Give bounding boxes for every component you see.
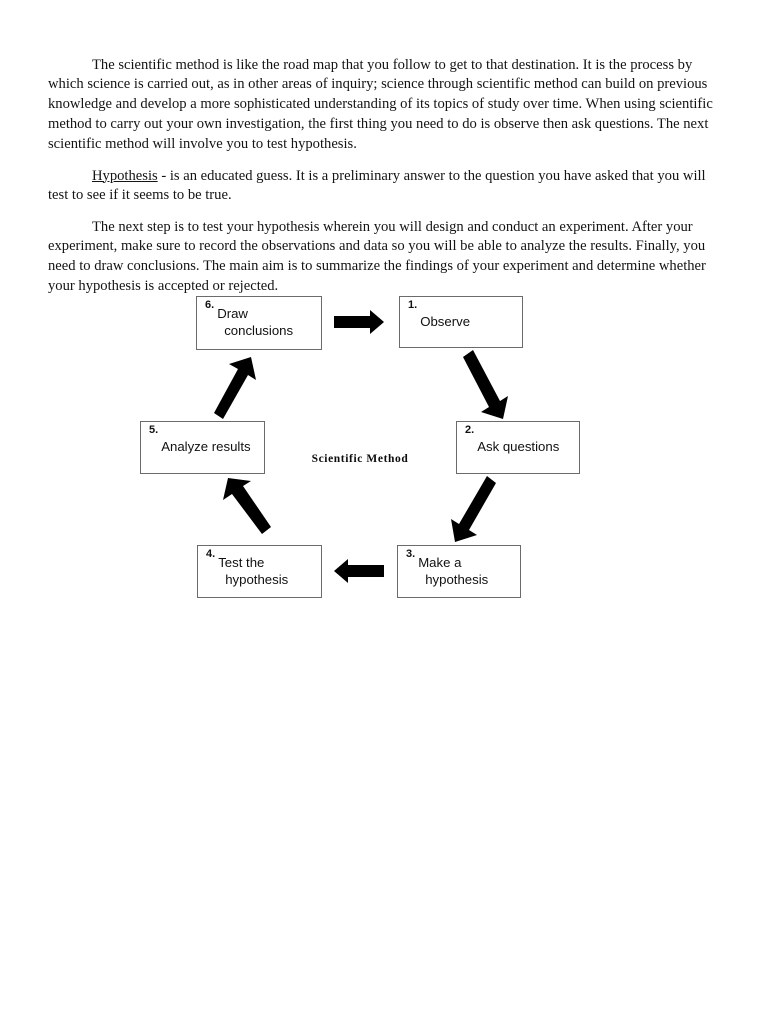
node-label: Test the hypothesis [218,555,288,589]
diagram-node-draw-conclusions[interactable]: 6. Draw conclusions [196,296,322,350]
node-label-line1: Test the [218,554,265,570]
paragraph-intro: The scientific method is like the road m… [48,56,722,155]
diagram-node-ask-questions[interactable]: 2. Ask questions [456,421,580,474]
arrow-analyze-results-to-draw-conclusions-icon [214,357,256,419]
node-label: Make a hypothesis [418,555,488,589]
node-label-line2: conclusions [224,323,294,338]
arrow-test-hypothesis-to-analyze-results-icon [223,478,271,534]
paragraph-hypothesis: Hypothesis - is an educated guess. It is… [48,167,722,207]
node-label-line1: Draw [217,306,248,322]
node-number: 4. [206,548,216,560]
arrow-ask-questions-to-make-hypothesis-icon [451,476,496,542]
node-label-line1: Ask questions [477,439,560,455]
diagram-node-observe[interactable]: 1. Observe [399,296,523,348]
node-number: 2. [465,424,475,436]
node-number: 1. [408,299,418,311]
node-number: 6. [205,299,215,311]
paragraph-next-step: The next step is to test your hypothesis… [48,218,722,297]
node-label-line1: Observe [420,313,471,329]
paragraph-intro-text: The scientific method is like the road m… [48,56,713,152]
node-label-line2: hypothesis [225,571,289,587]
node-label: Ask questions [477,439,559,456]
node-label-line1: Analyze results [161,439,251,455]
paragraph-next-step-text: The next step is to test your hypothesis… [48,218,706,295]
hypothesis-term: Hypothesis [92,167,158,184]
diagram-node-make-hypothesis[interactable]: 3. Make a hypothesis [397,545,521,598]
node-label-line1: Make a [418,554,462,570]
node-label-line2: hypothesis [425,571,489,587]
node-label: Draw conclusions [217,306,293,340]
diagram-node-test-hypothesis[interactable]: 4. Test the hypothesis [197,545,322,598]
node-number: 3. [406,548,416,560]
diagram-node-analyze-results[interactable]: 5. Analyze results [140,421,265,474]
node-label: Analyze results [161,439,250,456]
arrow-draw-conclusions-to-observe-icon [334,310,384,334]
node-number: 5. [149,424,159,436]
paragraph-hypothesis-text: - is an educated guess. It is a prelimin… [48,167,706,204]
arrow-make-hypothesis-to-test-hypothesis-icon [334,559,384,583]
arrow-observe-to-ask-questions-icon [463,350,508,419]
diagram-center-label: Scientific Method [311,453,409,465]
node-label: Observe [420,314,470,331]
